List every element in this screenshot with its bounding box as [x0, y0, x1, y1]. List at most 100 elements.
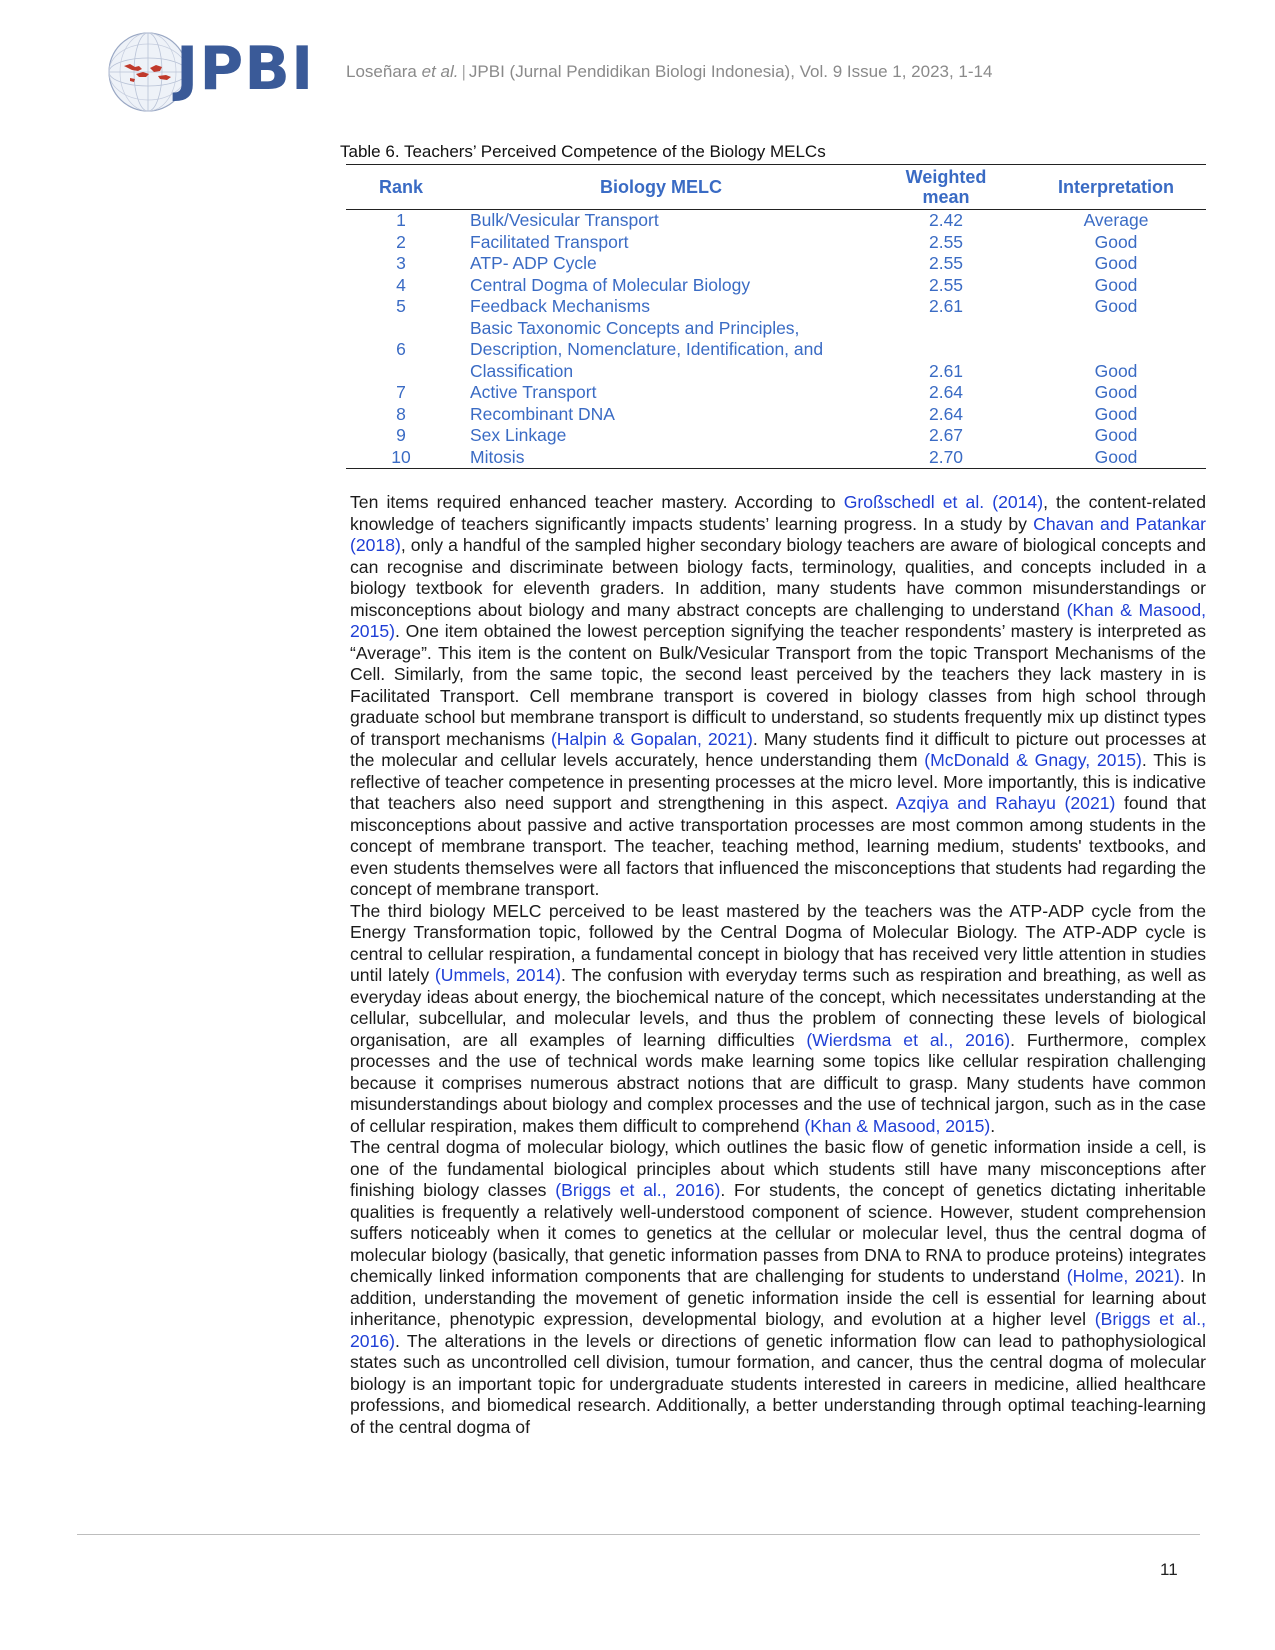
cell-rank: 1 [396, 210, 406, 230]
table-header-row: Rank Biology MELC Weighted mean Interpre… [346, 164, 1206, 210]
cell-melc: Active Transport [470, 382, 597, 402]
citation-link: Chavan and Patankar (2018) [350, 513, 1206, 556]
cell-melc: Sex Linkage [470, 425, 567, 445]
cell-mean: 2.55 [928, 253, 964, 273]
cell-melc: ATP- ADP Cycle [470, 253, 597, 273]
cell-interpretation: Good [1094, 231, 1138, 252]
page-header: JPBI Loseñara et al.|JPBI (Jurnal Pendid… [100, 28, 1200, 118]
paragraph: Ten items required enhanced teacher mast… [350, 492, 1206, 901]
paragraph-text: The third biology MELC perceived to be l… [350, 900, 1206, 986]
cell-interpretation: Good [1094, 253, 1138, 273]
citation-link: (Wierdsma et al., 2016) [806, 1029, 1011, 1050]
cell-interpretation: Good [1094, 296, 1138, 316]
table-row: 10 Mitosis 2.70 Good [346, 447, 1206, 469]
cell-rank: 8 [396, 403, 406, 424]
citation-link: (Briggs et al., 2016) [350, 1309, 1206, 1351]
cell-mean: 2.64 [928, 382, 964, 402]
cell-mean: 2.55 [928, 231, 964, 252]
table-row: 9 Sex Linkage 2.67 Good [346, 425, 1206, 447]
header-melc: Biology MELC [456, 164, 866, 210]
cell-melc: Central Dogma of Molecular Biology [470, 274, 751, 295]
citation-link: (Holme, 2021) [1066, 1266, 1180, 1286]
citation-link: (Khan & Masood, 2015) [804, 1115, 991, 1136]
cell-melc: Feedback Mechanisms [470, 296, 650, 316]
cell-mean: 2.61 [928, 296, 964, 316]
cell-interpretation: Good [1094, 446, 1138, 467]
cell-rank: 6 [396, 339, 406, 359]
cell-melc-line1: Basic Taxonomic Concepts and Principles, [470, 317, 800, 338]
header-weighted-mean: Weighted mean [866, 164, 1026, 210]
cell-rank: 7 [396, 382, 406, 402]
paragraph-text: , only a handful of the sampled higher s… [350, 535, 1206, 620]
paragraph-text: . Many students find it difficult to pic… [350, 728, 1206, 771]
cell-rank: 3 [396, 253, 406, 273]
cell-mean: 2.70 [928, 446, 964, 467]
cell-mean: 2.55 [928, 274, 964, 295]
table-row: 7 Active Transport 2.64 Good [346, 382, 1206, 404]
cell-rank: 4 [396, 274, 406, 295]
cell-rank: 10 [391, 446, 411, 467]
cell-interpretation: Good [1094, 382, 1138, 402]
logo-text: JPBI [176, 34, 315, 104]
running-head: Loseñara et al.|JPBI (Jurnal Pendidikan … [346, 62, 992, 82]
paragraph-text: Ten items required enhanced teacher mast… [350, 492, 844, 512]
citation-link: Großschedl et al. (2014) [843, 492, 1044, 512]
journal-logo: JPBI [100, 28, 313, 118]
table-row: 4 Central Dogma of Molecular Biology 2.5… [346, 275, 1206, 297]
citation-link: Azqiya and Rahayu (2021) [895, 793, 1116, 813]
citation-link: (Ummels, 2014) [434, 965, 561, 985]
cell-melc-line3: Classification [470, 360, 574, 381]
paragraph-text: . The confusion with everyday terms such… [350, 965, 1206, 1050]
cell-mean: 2.42 [928, 210, 964, 230]
header-mean-line1: Weighted [905, 167, 987, 187]
table-row: 2 Facilitated Transport 2.55 Good [346, 232, 1206, 254]
paragraph-text: The central dogma of molecular biology, … [350, 1137, 1206, 1200]
header-rank: Rank [346, 164, 456, 210]
paragraph-text: . One item obtained the lowest perceptio… [350, 621, 1206, 749]
author-name: Loseñara [346, 62, 417, 81]
citation-link: (Briggs et al., 2016) [555, 1180, 721, 1200]
cell-mean: 2.61 [928, 360, 964, 381]
cell-interpretation: Average [1083, 210, 1149, 230]
header-mean-line2: mean [922, 187, 970, 207]
table-row: 1 Bulk/Vesicular Transport 2.42 Average [346, 210, 1206, 232]
journal-citation: JPBI (Jurnal Pendidikan Biologi Indonesi… [468, 62, 993, 81]
paragraph-text: . This is reflective of teacher competen… [350, 750, 1206, 813]
cell-mean: 2.67 [928, 425, 964, 445]
paragraph: The third biology MELC perceived to be l… [350, 901, 1206, 1138]
cell-mean: 2.64 [928, 403, 964, 424]
melc-table: Rank Biology MELC Weighted mean Interpre… [346, 164, 1206, 469]
cell-melc: Bulk/Vesicular Transport [470, 210, 659, 230]
paragraph: The central dogma of molecular biology, … [350, 1137, 1206, 1438]
cell-rank: 5 [396, 296, 406, 316]
citation-link: (Halpin & Gopalan, 2021) [550, 728, 753, 749]
cell-rank: 9 [396, 425, 406, 445]
paragraph-text: . The alterations in the levels or direc… [350, 1330, 1206, 1437]
author-etal: et al. [421, 62, 459, 81]
table-row: 6 Basic Taxonomic Concepts and Principle… [346, 318, 1206, 383]
paragraph-text: found that misconceptions about passive … [350, 793, 1206, 899]
header-separator: | [461, 62, 466, 81]
globe-icon [108, 32, 188, 112]
header-interpretation: Interpretation [1026, 164, 1206, 210]
cell-melc: Mitosis [470, 446, 525, 467]
citation-link: (McDonald & Gnagy, 2015) [924, 750, 1142, 770]
cell-interpretation: Good [1094, 403, 1138, 424]
cell-melc: Recombinant DNA [470, 403, 615, 424]
paragraph-text: . For students, the concept of genetics … [350, 1180, 1206, 1286]
paragraph-text: . [990, 1115, 996, 1136]
cell-interpretation: Good [1094, 425, 1138, 445]
table-row: 8 Recombinant DNA 2.64 Good [346, 404, 1206, 426]
table-row: 3 ATP- ADP Cycle 2.55 Good [346, 253, 1206, 275]
citation-link: (Khan & Masood, 2015) [350, 599, 1206, 642]
paragraph-text: , the content-related knowledge of teach… [350, 492, 1206, 534]
cell-interpretation: Good [1094, 360, 1138, 381]
cell-interpretation: Good [1094, 274, 1138, 295]
table-caption: Table 6. Teachers’ Perceived Competence … [340, 142, 826, 161]
footer-divider [77, 1534, 1200, 1535]
cell-rank: 2 [396, 231, 406, 252]
paragraph-text: . Furthermore, complex processes and the… [350, 1029, 1206, 1136]
cell-melc-line2: Description, Nomenclature, Identificatio… [470, 339, 824, 359]
paragraph-text: . In addition, understanding the movemen… [350, 1266, 1206, 1329]
page-number: 11 [1160, 1560, 1178, 1579]
